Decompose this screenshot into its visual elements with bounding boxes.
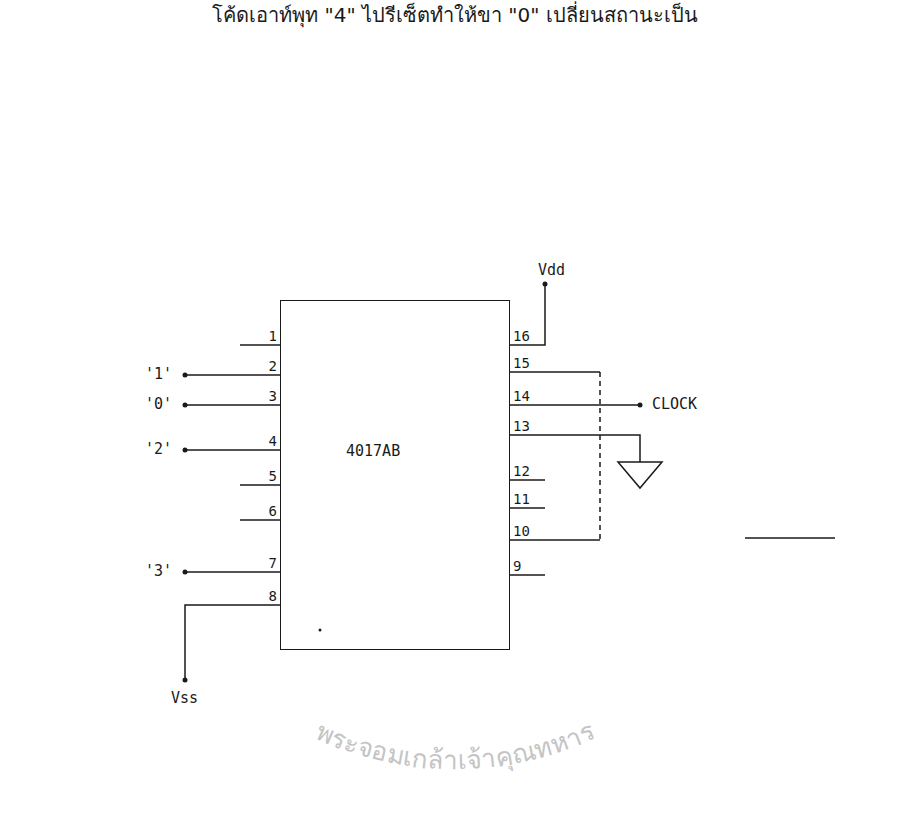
terminal-dot	[543, 282, 548, 287]
watermark-arc	[135, 520, 775, 769]
pin-number: 4	[269, 433, 277, 449]
pin-stub	[240, 519, 280, 521]
terminal-dot	[183, 678, 188, 683]
pin-wires	[185, 284, 835, 680]
pin-number: 13	[513, 418, 530, 434]
pin-number: 5	[269, 468, 277, 484]
signal-name: '0'	[145, 396, 172, 413]
pin-number: 7	[269, 555, 277, 571]
ic-dot	[319, 629, 322, 632]
vss-wire	[185, 605, 280, 680]
heading-text: โค้ดเอาท์พุท "4" ไปรีเซ็ตทำให้ขา "0" เปล…	[212, 2, 698, 28]
pin-number: 6	[269, 503, 277, 519]
output-wire	[185, 449, 280, 451]
pin-stub	[240, 484, 280, 486]
signal-name: CLOCK	[652, 396, 697, 413]
pin-number: 9	[513, 558, 521, 574]
ic-package: 4017AB	[280, 300, 510, 650]
supply-name: Vdd	[538, 262, 565, 279]
reset-wire	[510, 371, 600, 373]
pin-stub	[510, 574, 545, 576]
chip-name: 4017AB	[346, 443, 400, 460]
terminal-dot	[183, 570, 188, 575]
signal-name: '3'	[145, 563, 172, 580]
pin-number: 3	[269, 388, 277, 404]
vdd-wire	[510, 284, 545, 345]
pin-number: 11	[513, 491, 530, 507]
pin-number: 1	[269, 328, 277, 344]
pin-number: 16	[513, 328, 530, 344]
pin-stub	[510, 507, 545, 509]
reset-link	[599, 372, 601, 540]
pin-number: 2	[269, 358, 277, 374]
reset-wire	[510, 539, 600, 541]
output-wire	[185, 374, 280, 376]
terminal-dot	[183, 448, 188, 453]
terminal-dots	[183, 282, 643, 683]
output-wire	[185, 571, 280, 573]
terminal-dot	[638, 403, 643, 408]
clock-wire	[510, 404, 640, 406]
pin-number: 10	[513, 523, 530, 539]
pin-stub	[510, 479, 545, 481]
terminal-dot	[183, 373, 188, 378]
signal-name: '2'	[145, 441, 172, 458]
pin-stub	[240, 344, 280, 346]
pin-number: 12	[513, 463, 530, 479]
supply-name: Vss	[171, 690, 198, 707]
watermark-text: พระจอมเกล้าเจ้าคุณทหาร	[311, 716, 599, 776]
ground-wire	[510, 435, 640, 462]
pin-number: 8	[269, 588, 277, 604]
output-wire	[185, 404, 280, 406]
watermark: พระจอมเกล้าเจ้าคุณทหาร	[311, 716, 599, 776]
pin-number: 15	[513, 355, 530, 371]
ground-symbol	[618, 462, 662, 488]
stray-line	[745, 537, 835, 539]
signal-name: '1'	[145, 366, 172, 383]
terminal-dot	[183, 403, 188, 408]
pin-number: 14	[513, 388, 530, 404]
